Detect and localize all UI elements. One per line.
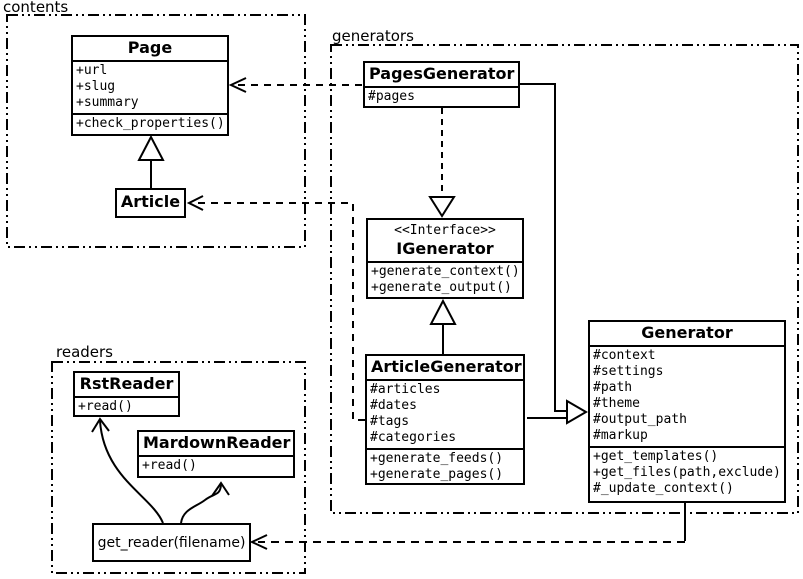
methods-compartment: +generate_context() +generate_output()	[368, 261, 522, 298]
method: +get_templates()	[593, 449, 719, 464]
attribute: #output_path	[593, 412, 687, 427]
dependency-generator-to-getreader	[249, 503, 686, 550]
attribute: #path	[593, 380, 633, 395]
attribute: #theme	[593, 396, 640, 411]
arrow-getreader-to-mardownreader	[180, 481, 230, 524]
package-border-contents	[6, 14, 306, 248]
attributes-compartment: +url +slug +summary	[73, 60, 227, 113]
class-box-igenerator: <<Interface>> IGenerator +generate_conte…	[366, 218, 524, 299]
class-box-article: Article	[115, 188, 186, 218]
attributes-compartment: #pages	[365, 86, 518, 107]
attribute: #markup	[593, 428, 648, 443]
package-border-generators	[330, 44, 799, 514]
class-title-article: Article	[120, 192, 181, 211]
attributes-compartment: #context #settings #path #theme #output_…	[590, 345, 784, 446]
stereotype-interface: <<Interface>>	[394, 223, 496, 238]
arrow-getreader-to-rstreader	[91, 417, 164, 524]
method: #_update_context()	[593, 481, 734, 496]
attribute: +slug	[76, 79, 116, 94]
inheritance-articlegenerator-to-igenerator	[429, 298, 457, 354]
attribute: #pages	[368, 89, 415, 104]
class-box-rstreader: RstReader +read()	[73, 371, 180, 417]
attribute: +summary	[76, 95, 139, 110]
class-box-generator: Generator #context #settings #path #them…	[588, 320, 786, 503]
package-label-contents: contents	[3, 0, 69, 16]
function-box-get-reader: get_reader(filename)	[92, 523, 251, 562]
package-label-generators: generators	[332, 27, 414, 45]
attribute: #dates	[370, 398, 417, 413]
class-title-generator: Generator	[641, 323, 733, 342]
class-title-mardownreader: MardownReader	[143, 433, 291, 452]
dependency-pagesgenerator-to-page	[228, 77, 363, 93]
methods-compartment: +read()	[75, 396, 178, 417]
attribute: #tags	[370, 414, 410, 429]
method: +generate_feeds()	[370, 451, 504, 466]
class-title-page: Page	[127, 38, 173, 57]
method: +generate_context()	[371, 264, 520, 279]
get-reader-label: get_reader(filename)	[97, 534, 246, 551]
attribute: #categories	[370, 430, 457, 445]
inheritance-article-to-page	[137, 134, 165, 189]
package-border-readers	[51, 361, 306, 574]
class-title-articlegenerator: ArticleGenerator	[371, 357, 522, 376]
attributes-compartment: #articles #dates #tags #categories	[367, 379, 523, 448]
dependency-articlegenerator-to-article	[186, 195, 365, 421]
attribute: #context	[593, 348, 656, 363]
class-box-mardownreader: MardownReader +read()	[137, 430, 295, 478]
method: +generate_output()	[371, 280, 512, 295]
class-box-pagesgenerator: PagesGenerator #pages	[363, 61, 520, 108]
realization-pagesgenerator-to-igenerator	[428, 108, 456, 218]
class-title-pagesgenerator: PagesGenerator	[369, 64, 515, 83]
method: +read()	[78, 399, 133, 414]
attribute: +url	[76, 63, 108, 78]
class-title-rstreader: RstReader	[79, 374, 174, 393]
method: +check_properties()	[76, 116, 225, 131]
inheritance-generators-to-generator	[520, 83, 588, 425]
methods-compartment: +check_properties()	[73, 113, 227, 134]
attribute: #articles	[370, 382, 441, 397]
method: +get_files(path,exclude)	[593, 465, 781, 480]
method: +generate_pages()	[370, 467, 504, 482]
methods-compartment: +read()	[139, 455, 293, 476]
class-box-articlegenerator: ArticleGenerator #articles #dates #tags …	[365, 354, 525, 485]
methods-compartment: +get_templates() +get_files(path,exclude…	[590, 446, 784, 499]
methods-compartment: +generate_feeds() +generate_pages()	[367, 448, 523, 485]
method: +read()	[142, 458, 197, 473]
igenerator-title-compartment: <<Interface>> IGenerator	[368, 220, 522, 261]
class-title-igenerator: IGenerator	[396, 239, 494, 258]
class-box-page: Page +url +slug +summary +check_properti…	[71, 35, 229, 136]
package-label-readers: readers	[56, 343, 113, 361]
attribute: #settings	[593, 364, 664, 379]
